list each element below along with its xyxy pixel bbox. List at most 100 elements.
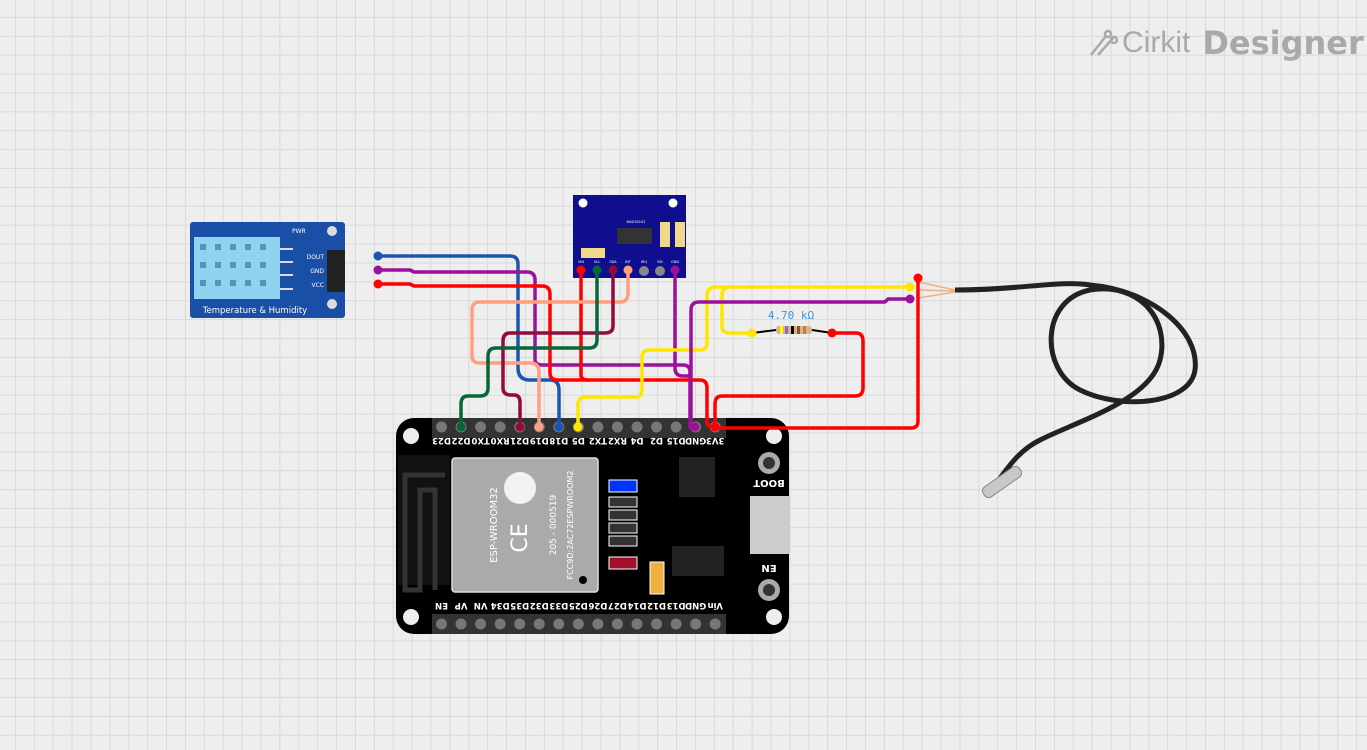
- wire-endpoint[interactable]: [592, 265, 602, 275]
- wire-endpoint[interactable]: [456, 422, 466, 432]
- wire-probe-gnd[interactable]: [689, 297, 912, 422]
- wire-endpoint[interactable]: [670, 265, 680, 275]
- wire-endpoint[interactable]: [623, 265, 633, 275]
- esp-pin-label: D12: [647, 600, 666, 610]
- wire-endpoint[interactable]: [710, 422, 720, 432]
- esp-pin-label: TX2: [589, 435, 607, 445]
- wire-endpoint[interactable]: [827, 328, 837, 338]
- wire-max-sda-to-d21[interactable]: [501, 268, 615, 429]
- wire-endpoint[interactable]: [905, 294, 915, 304]
- esp-pin-label: Vin: [707, 600, 722, 610]
- esp-pin-top-d23[interactable]: [436, 421, 447, 433]
- esp-pin-bottom-gnd[interactable]: [690, 618, 702, 630]
- esp-pin-bottom-d27[interactable]: [611, 618, 623, 630]
- ds18b20-probe[interactable]: [917, 281, 1198, 500]
- wire-endpoint[interactable]: [747, 328, 757, 338]
- esp-pin-bottom-d13[interactable]: [670, 618, 682, 630]
- esp-pin-top-rx2[interactable]: [611, 421, 623, 433]
- esp-pin-label: D5: [572, 435, 585, 445]
- wire-max-int-to-d19[interactable]: [470, 268, 630, 429]
- en-button-label[interactable]: EN: [761, 562, 776, 573]
- dht-pin-vcc-label: VCC: [312, 282, 324, 289]
- wire-endpoint[interactable]: [515, 422, 525, 432]
- esp-pin-label: D13: [667, 600, 686, 610]
- wire-endpoint[interactable]: [534, 422, 544, 432]
- esp-pin-bottom-d14[interactable]: [631, 618, 643, 630]
- esp-pin-top-rx0[interactable]: [494, 421, 506, 433]
- esp-pin-bottom-d35[interactable]: [514, 618, 526, 630]
- esp32-board[interactable]: ESP-WROOM32 205 - 000519 FCC9D:2AC72ESPW…: [396, 418, 790, 634]
- esp-pin-bottom-d33[interactable]: [553, 618, 565, 630]
- wire-max-scl-to-d22[interactable]: [459, 268, 599, 429]
- esp-pin-label: D23: [432, 435, 451, 445]
- esp-pin-bottom-vp[interactable]: [455, 618, 467, 630]
- wire-endpoint[interactable]: [373, 279, 383, 289]
- wire-endpoint[interactable]: [554, 422, 564, 432]
- resistor-value-label: 4.70 kΩ: [768, 309, 815, 322]
- wire-endpoint[interactable]: [373, 251, 383, 261]
- logo-text-designer: Designer: [1202, 24, 1364, 62]
- esp-pin-label: D33: [549, 600, 568, 610]
- espressif-logo-icon: [504, 472, 536, 504]
- esp-pin-top-d2[interactable]: [651, 421, 663, 433]
- wire-endpoint[interactable]: [373, 265, 383, 275]
- wire-dht-dout-to-d18[interactable]: [376, 254, 561, 429]
- esp-pin-label: D26: [588, 600, 607, 610]
- esp-pin-bottom-vn[interactable]: [475, 618, 487, 630]
- wire-endpoint[interactable]: [690, 422, 700, 432]
- esp-pin-label: D34: [491, 600, 510, 610]
- esp-pin-bottom-d25[interactable]: [572, 618, 584, 630]
- wire-probe-data-to-resistor[interactable]: [720, 285, 754, 335]
- wire-max-gnd[interactable]: [673, 268, 692, 378]
- esp-pin-top-tx2[interactable]: [592, 421, 604, 433]
- wire-endpoint[interactable]: [608, 265, 618, 275]
- boot-button-label[interactable]: BOOT: [753, 477, 785, 488]
- esp-pin-label: GND: [685, 435, 706, 445]
- wire-max-vin[interactable]: [579, 268, 590, 382]
- esp-pin-label: D22: [452, 435, 471, 445]
- esp-pin-top-d4[interactable]: [631, 421, 643, 433]
- ce-mark-icon: CE: [508, 523, 533, 552]
- logo-text-cirkit: Cirkit: [1122, 26, 1191, 59]
- esp-pin-bottom-d26[interactable]: [592, 618, 604, 630]
- esp-pin-bottom-d12[interactable]: [651, 618, 663, 630]
- dht-sensor-module[interactable]: PWR DOUT GND VCC Temperature & Humidity: [190, 222, 345, 318]
- wire-endpoint[interactable]: [913, 273, 923, 283]
- esp-pin-bottom-en[interactable]: [436, 618, 447, 630]
- max-pin-int-label: INT: [625, 260, 632, 264]
- esp-pin-top-d15[interactable]: [670, 421, 682, 433]
- wire-d5-to-probe-data[interactable]: [576, 285, 912, 429]
- esp-module-name: ESP-WROOM32: [489, 487, 500, 563]
- esp-pin-label: D15: [667, 435, 686, 445]
- esp-pin-label: RX2: [608, 435, 627, 445]
- esp-module-serial: 205 - 000519: [549, 494, 559, 555]
- esp-pin-label: D32: [530, 600, 549, 610]
- max-chip-label: MAX30102: [627, 220, 646, 224]
- esp-pin-bottom-d34[interactable]: [494, 618, 506, 630]
- wire-resistor-to-3v3[interactable]: [713, 331, 865, 429]
- dht-pin-dout-label: DOUT: [307, 254, 325, 261]
- esp-pin-bottom-vin[interactable]: [709, 618, 721, 630]
- esp-pin-label: RX0: [491, 435, 510, 445]
- esp-pin-top-tx0[interactable]: [475, 421, 487, 433]
- wire-dht-vcc-to-3v3[interactable]: [376, 282, 717, 429]
- esp-pin-label: EN: [435, 600, 448, 610]
- dht-title: Temperature & Humidity: [202, 306, 307, 316]
- esp-pin-label: TX0: [471, 435, 489, 445]
- wire-endpoint[interactable]: [576, 265, 586, 275]
- wire-probe-vcc-to-3v3[interactable]: [713, 276, 920, 430]
- esp-pin-label: D35: [510, 600, 529, 610]
- esp-pin-label: D2: [650, 435, 663, 445]
- max-pin-gnd-label: GND: [671, 260, 679, 264]
- max30102-module[interactable]: MAX30102 VIN SCL SDA INT IRQ RD GND: [573, 195, 686, 278]
- esp-pin-bottom-d32[interactable]: [533, 618, 545, 630]
- max-pin-irq-label: IRQ: [641, 260, 647, 264]
- esp-pin-label: VN: [474, 600, 488, 610]
- resistor[interactable]: 4.70 kΩ: [751, 309, 833, 334]
- esp-pin-label: D21: [510, 435, 529, 445]
- wire-endpoint[interactable]: [573, 422, 583, 432]
- esp-pin-label: D4: [630, 435, 643, 445]
- wire-endpoint[interactable]: [905, 282, 915, 292]
- cirkit-designer-logo: Cirkit Designer: [1088, 24, 1364, 62]
